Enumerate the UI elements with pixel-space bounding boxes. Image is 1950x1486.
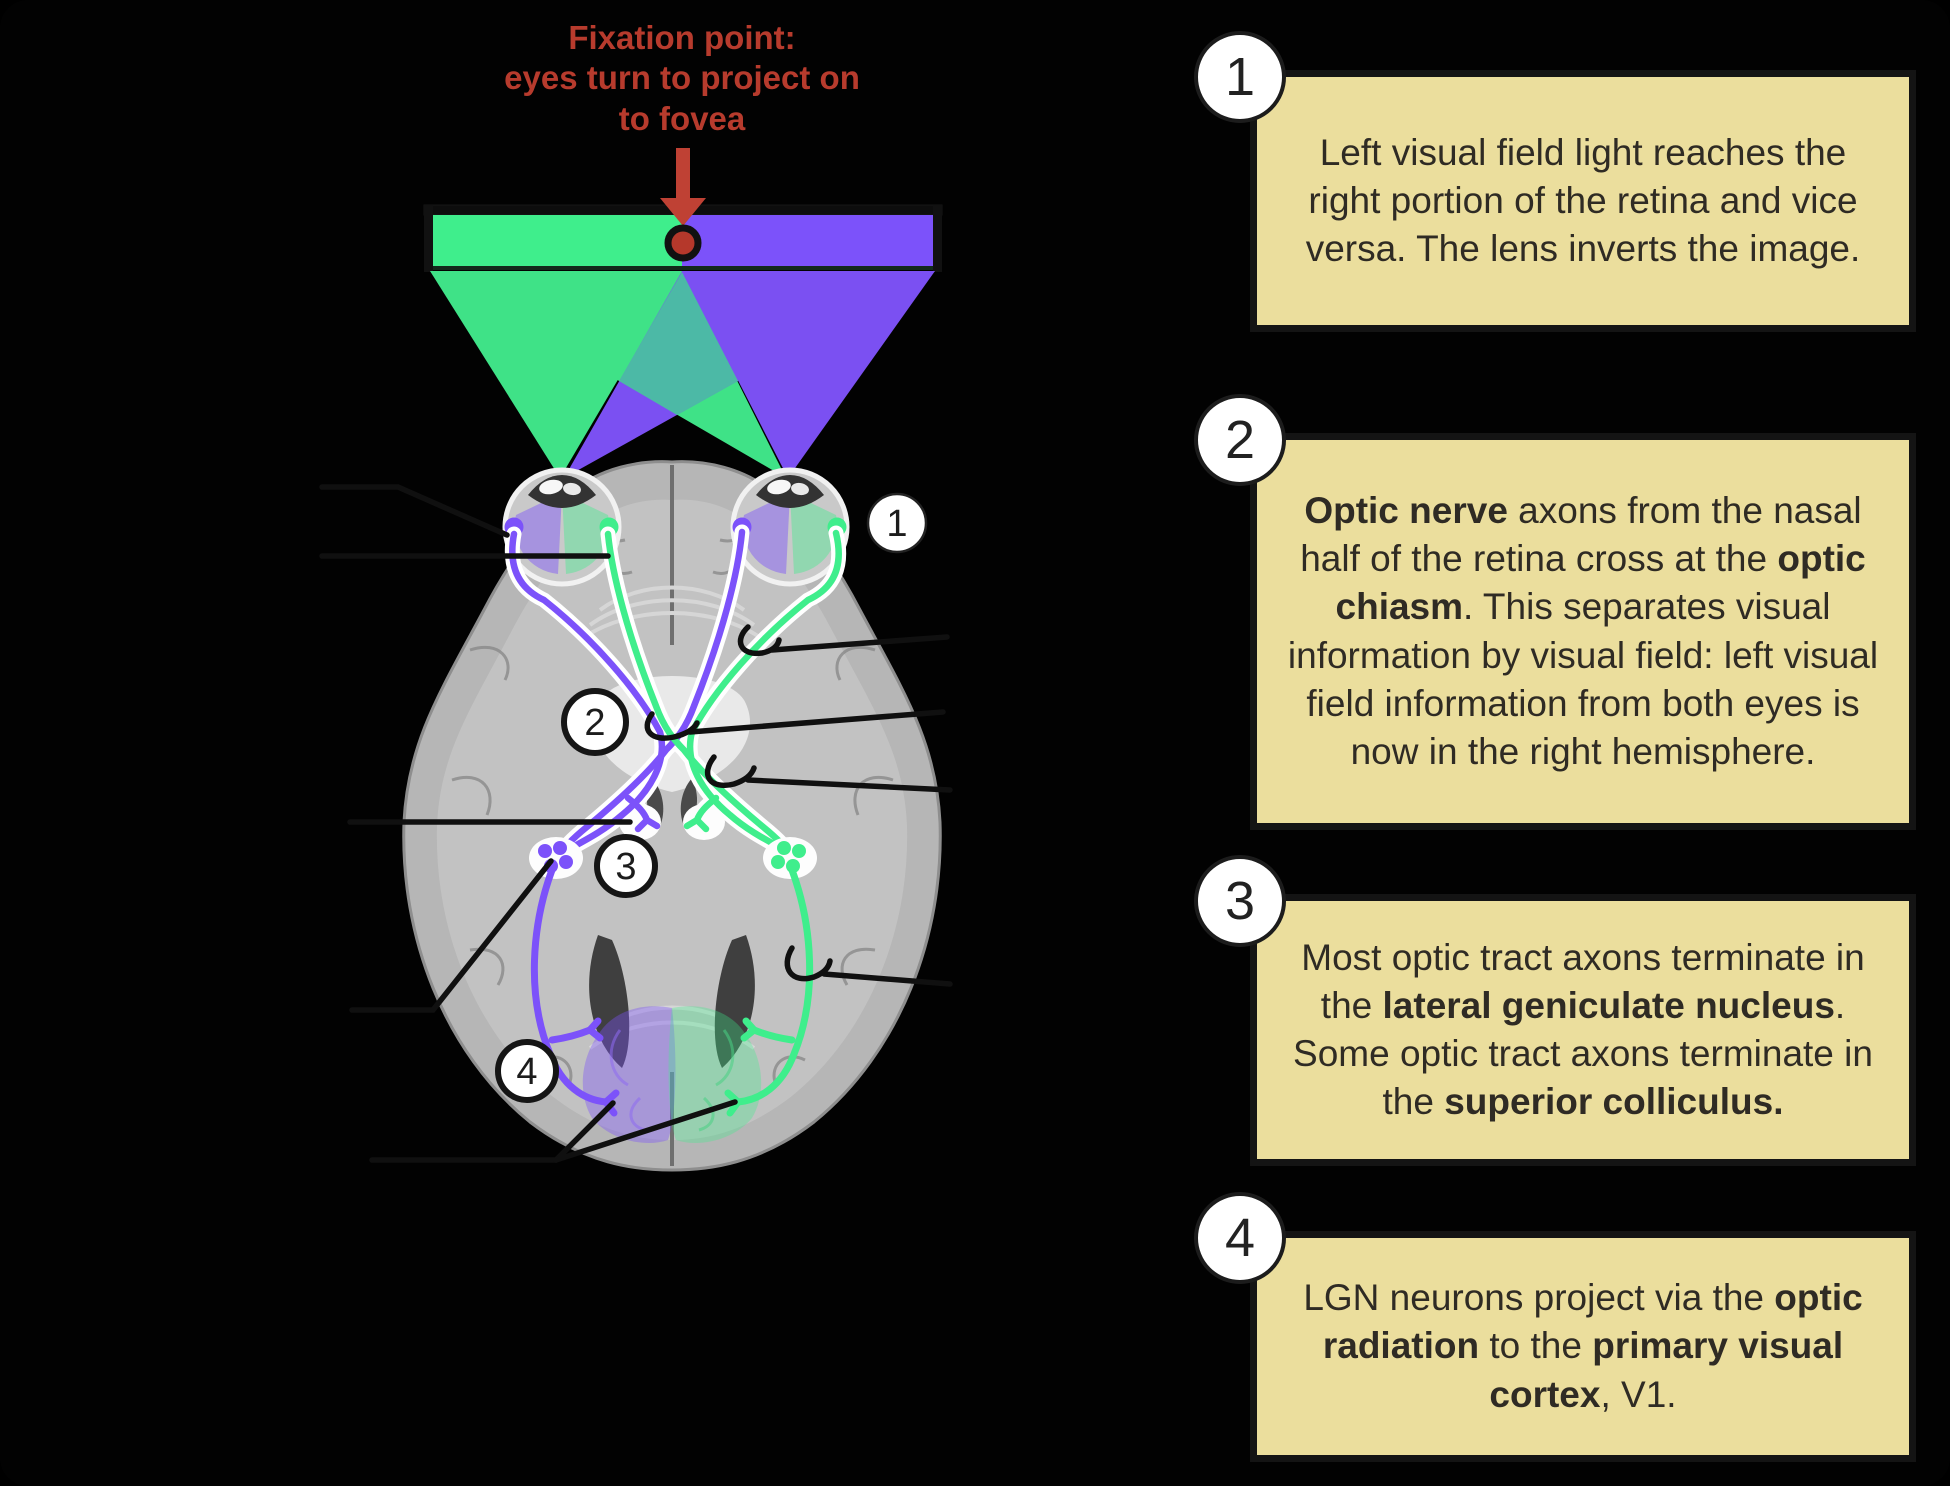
callout-text-2: Optic nerve axons from the nasal half of… — [1287, 490, 1879, 772]
callout-text-3: Most optic tract axons terminate in the … — [1293, 936, 1873, 1123]
left-visual-field-strip — [433, 215, 682, 268]
diagram-number-badges: 1 2 3 4 — [495, 492, 928, 1103]
callout-box-1: Left visual field light reaches the righ… — [1250, 70, 1916, 332]
right-eye — [730, 467, 850, 587]
callout-box-4: LGN neurons project via the optic radiat… — [1250, 1231, 1916, 1462]
bracket-optic-chiasm — [644, 711, 700, 741]
diagram-badge-2-label: 2 — [584, 702, 605, 744]
diagram-badge-4-label: 4 — [516, 1051, 537, 1093]
diagram-badge-3-label: 3 — [615, 846, 636, 888]
bracket-optic-radiation — [784, 945, 833, 982]
callout-badge-3: 3 — [1194, 855, 1286, 947]
callout-text-1: Left visual field light reaches the righ… — [1305, 131, 1861, 270]
bracket-optic-nerve — [737, 624, 782, 657]
right-visual-field-strip — [682, 215, 933, 268]
diagram-badge-1 — [866, 492, 928, 554]
light-cones — [430, 271, 935, 478]
diagram-badge-4 — [495, 1039, 559, 1103]
right-v1-region — [668, 1006, 762, 1144]
callout-text-4: LGN neurons project via the optic radiat… — [1303, 1277, 1863, 1415]
leader-left-retina — [319, 484, 510, 538]
leader-optic-nerve — [769, 634, 950, 653]
callout-box-2: Optic nerve axons from the nasal half of… — [1250, 433, 1916, 830]
callout-badge-1: 1 — [1194, 31, 1286, 123]
diagram-badge-2 — [561, 688, 629, 756]
leader-optic-chiasm — [687, 709, 946, 735]
visual-pathway-diagram: 1 2 3 4 — [319, 148, 953, 1172]
binocular-overlap-region — [619, 272, 738, 415]
bracket-optic-tract — [704, 754, 757, 788]
callout-badge-2: 2 — [1194, 394, 1286, 486]
fixation-arrow-icon — [660, 148, 706, 226]
leader-v1-right — [553, 1099, 738, 1163]
diagram-badge-1-label: 1 — [886, 503, 907, 545]
leader-lgn — [349, 858, 554, 1013]
fixation-point-label: Fixation point: eyes turn to project on … — [504, 19, 860, 137]
callout-box-3: Most optic tract axons terminate in the … — [1250, 894, 1916, 1166]
leader-lines — [319, 484, 953, 1163]
leader-optic-tract — [745, 777, 953, 793]
callout-badge-4: 4 — [1194, 1192, 1286, 1284]
left-optic-radiation — [530, 866, 620, 1117]
fixation-dot — [664, 224, 702, 262]
right-superior-colliculus-blob — [683, 804, 725, 840]
left-superior-colliculus-blob — [619, 804, 661, 840]
diagram-badge-3 — [594, 834, 658, 898]
leader-optic-radiation — [821, 971, 953, 987]
